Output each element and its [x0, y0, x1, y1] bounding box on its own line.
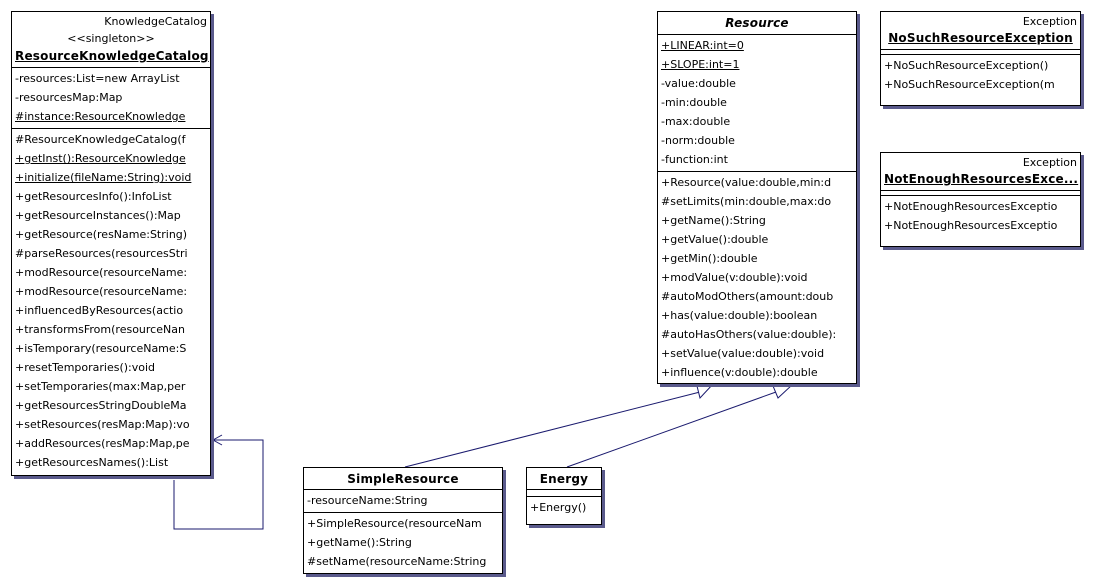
stereotype-exception: Exception [1022, 156, 1077, 169]
member-item: -norm:double [661, 134, 735, 147]
class-resource-knowledge-catalog[interactable]: KnowledgeCatalog <<singleton>> ResourceK… [11, 11, 211, 476]
attributes-section: +LINEAR:int=0 +SLOPE:int=1 -value:double -m… [658, 35, 856, 172]
member-item: #autoHasOthers(value:double): [661, 328, 837, 341]
member-item: +getValue():double [661, 233, 769, 246]
member-item: #instance:ResourceKnowledge [15, 110, 186, 123]
member-item: -max:double [661, 115, 731, 128]
class-energy[interactable]: Energy +Energy() [526, 467, 602, 525]
operations-section: +NoSuchResourceException() +NoSuchResourc… [881, 55, 1080, 96]
class-simple-resource[interactable]: SimpleResource -resourceName:String +Sim… [303, 467, 503, 574]
member-item: +NotEnoughResourcesExceptio [884, 219, 1058, 232]
class-name: NoSuchResourceException [888, 31, 1073, 45]
class-name: NotEnoughResourcesExce... [884, 172, 1079, 186]
member-item: +modResource(resourceName: [15, 266, 188, 279]
member-item: +getInst():ResourceKnowledge [15, 152, 186, 165]
member-item: +has(value:double):boolean [661, 309, 818, 322]
member-item: -function:int [661, 153, 728, 166]
class-not-enough-resources-exception[interactable]: Exception NotEnoughResourcesExce... +Not… [880, 152, 1081, 247]
stereotype-singleton: <<singleton>> [67, 32, 155, 45]
member-item: -value:double [661, 77, 736, 90]
member-item: +initialize(fileName:String):void [15, 171, 192, 184]
operations-section: +Energy() [527, 497, 601, 519]
member-item: #ResourceKnowledgeCatalog(f [15, 133, 186, 146]
class-header: Resource [658, 12, 856, 35]
attributes-section [881, 191, 1080, 196]
attributes-section [881, 50, 1080, 55]
member-item: +transformsFrom(resourceNan [15, 323, 185, 336]
member-item: +getMin():double [661, 252, 758, 265]
member-item: +getResource(resName:String) [15, 228, 188, 241]
member-item: +getResourcesNames():List [15, 456, 169, 469]
member-item: +resetTemporaries():void [15, 361, 156, 374]
operations-section: +Resource(value:double,min:d #setLimits(m… [658, 172, 856, 383]
class-header: Exception NoSuchResourceException [881, 12, 1080, 50]
self-association-line [173, 439, 264, 530]
member-item: #autoModOthers(amount:doub [661, 290, 834, 303]
member-item: +addResources(resMap:Map,pe [15, 437, 190, 450]
member-item: -resourcesMap:Map [15, 91, 123, 104]
attributes-section: -resourceName:String [304, 490, 502, 513]
member-item: +Resource(value:double,min:d [661, 176, 832, 189]
member-item: #setName(resourceName:String [307, 555, 487, 568]
stereotype-knowledge-catalog: KnowledgeCatalog [104, 15, 207, 28]
member-item: #parseResources(resourcesStri [15, 247, 188, 260]
attributes-section: -resources:List=new ArrayList -resourcesM… [12, 68, 210, 129]
attributes-section [527, 490, 601, 497]
member-item: +isTemporary(resourceName:S [15, 342, 187, 355]
member-item: +NoSuchResourceException() [884, 59, 1049, 72]
class-header: SimpleResource [304, 468, 502, 490]
class-name: SimpleResource [347, 472, 459, 486]
stereotype-exception: Exception [1022, 15, 1077, 28]
member-item: +influence(v:double):double [661, 366, 818, 379]
self-association-arrowhead [211, 434, 223, 446]
class-header: KnowledgeCatalog <<singleton>> ResourceK… [12, 12, 210, 68]
member-item: -resourceName:String [307, 494, 428, 507]
member-item: +influencedByResources(actio [15, 304, 184, 317]
member-item: +NoSuchResourceException(m [884, 78, 1055, 91]
class-name: Resource [725, 16, 789, 30]
member-item: +modValue(v:double):void [661, 271, 808, 284]
member-item: +getName():String [307, 536, 412, 549]
member-item: +setResources(resMap:Map):vo [15, 418, 190, 431]
class-name: Energy [539, 472, 589, 486]
class-header: Exception NotEnoughResourcesExce... [881, 153, 1080, 191]
member-item: +getResourcesInfo():InfoList [15, 190, 172, 203]
class-no-such-resource-exception[interactable]: Exception NoSuchResourceException +NoSuc… [880, 11, 1081, 106]
operations-section: +SimpleResource(resourceNam +getName():St… [304, 513, 502, 573]
generalization-arrowhead-energy [772, 384, 794, 399]
member-item: +setTemporaries(max:Map,per [15, 380, 186, 393]
class-header: Energy [527, 468, 601, 490]
generalization-energy [566, 391, 777, 468]
member-item: +setValue(value:double):void [661, 347, 825, 360]
member-item: +SLOPE:int=1 [661, 58, 740, 71]
member-item: +getName():String [661, 214, 766, 227]
class-name: ResourceKnowledgeCatalog [15, 49, 209, 63]
member-item: +NotEnoughResourcesExceptio [884, 200, 1058, 213]
generalization-arrowhead-simple [696, 383, 715, 400]
generalization-simple-resource [404, 391, 701, 468]
member-item: +LINEAR:int=0 [661, 39, 744, 52]
class-resource[interactable]: Resource +LINEAR:int=0 +SLOPE:int=1 -value… [657, 11, 857, 384]
member-item: +getResourcesStringDoubleMa [15, 399, 187, 412]
member-item: -resources:List=new ArrayList [15, 72, 180, 85]
member-item: +getResourceInstances():Map [15, 209, 181, 222]
member-item: +Energy() [530, 501, 587, 514]
operations-section: #ResourceKnowledgeCatalog(f +getInst():Re… [12, 129, 210, 474]
member-item: #setLimits(min:double,max:do [661, 195, 832, 208]
member-item: +modResource(resourceName: [15, 285, 188, 298]
member-item: +SimpleResource(resourceNam [307, 517, 482, 530]
operations-section: +NotEnoughResourcesExceptio +NotEnoughRes… [881, 196, 1080, 237]
member-item: -min:double [661, 96, 727, 109]
